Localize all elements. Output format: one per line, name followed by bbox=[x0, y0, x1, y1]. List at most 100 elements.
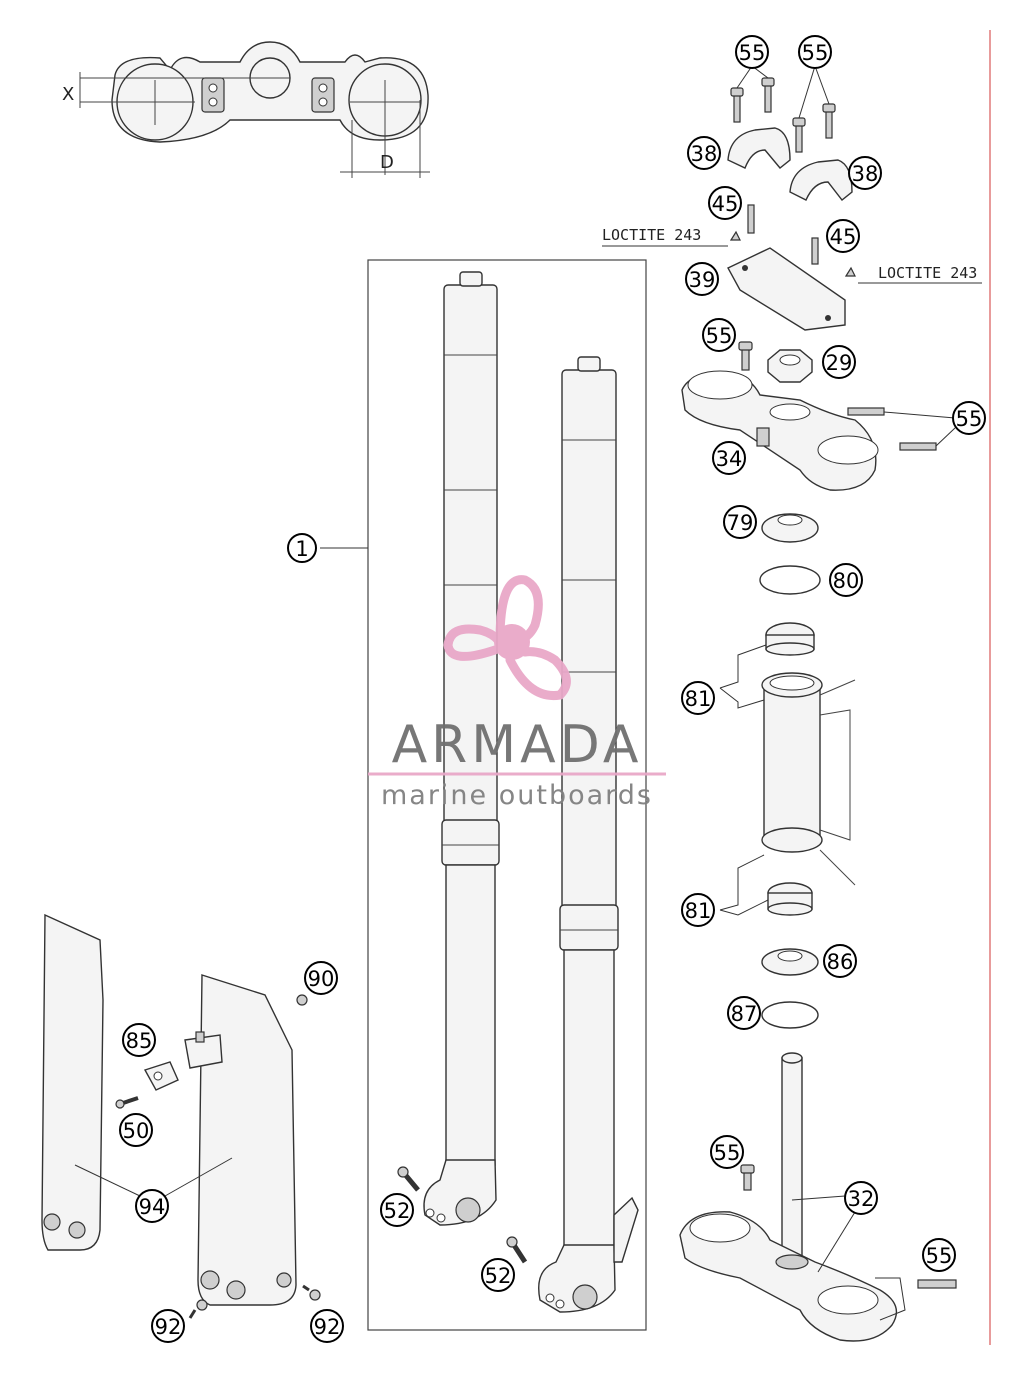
callout-number: 90 bbox=[308, 967, 335, 991]
lower-o-ring bbox=[761, 1001, 819, 1029]
callout-number: 86 bbox=[827, 950, 854, 974]
callout-circle bbox=[681, 893, 715, 927]
callout-94: 94 bbox=[135, 1189, 169, 1223]
handlebar-clamp-bolts bbox=[730, 65, 836, 153]
brake-line-clip bbox=[143, 1061, 179, 1091]
callout-number: 55 bbox=[926, 1244, 953, 1268]
lower-clamp-bolt bbox=[740, 1164, 755, 1191]
callout-55: 55 bbox=[702, 318, 736, 352]
callout-38: 38 bbox=[848, 156, 882, 190]
clip-screw bbox=[115, 1096, 139, 1109]
dimension-x: X bbox=[62, 84, 74, 105]
callout-number: 79 bbox=[727, 511, 754, 535]
callout-45: 45 bbox=[826, 219, 860, 253]
callout-circle bbox=[727, 996, 761, 1030]
upper-bearing bbox=[765, 622, 815, 656]
callout-circle bbox=[122, 1023, 156, 1057]
handlebar-clamp-upper-right bbox=[789, 159, 853, 201]
callout-45: 45 bbox=[708, 186, 742, 220]
steering-head-tube bbox=[761, 672, 856, 886]
callout-circle bbox=[848, 156, 882, 190]
callout-number: 55 bbox=[739, 41, 766, 65]
callout-86: 86 bbox=[823, 944, 857, 978]
stem-nut bbox=[767, 349, 813, 383]
callout-circle bbox=[481, 1258, 515, 1292]
callout-circle bbox=[151, 1309, 185, 1343]
callout-number: 52 bbox=[485, 1264, 512, 1288]
callout-circle bbox=[380, 1193, 414, 1227]
fork-guard-left bbox=[41, 913, 104, 1251]
callout-circle bbox=[844, 1181, 878, 1215]
callout-87: 87 bbox=[727, 996, 761, 1030]
callout-38: 38 bbox=[687, 136, 721, 170]
callout-29: 29 bbox=[822, 345, 856, 379]
callout-50: 50 bbox=[119, 1113, 153, 1147]
callout-circle bbox=[826, 219, 860, 253]
callout-number: 94 bbox=[139, 1195, 166, 1219]
callout-55: 55 bbox=[798, 35, 832, 69]
lower-bearing bbox=[767, 882, 813, 916]
callout-circle bbox=[723, 505, 757, 539]
left-fork-leg bbox=[423, 271, 500, 1226]
callout-number: 81 bbox=[685, 687, 712, 711]
propeller-hub bbox=[494, 624, 530, 660]
armada-logo: ARMADA marine outboards bbox=[368, 575, 666, 811]
callout-80: 80 bbox=[829, 563, 863, 597]
fork-assembly-frame bbox=[367, 259, 647, 1331]
callout-number: 80 bbox=[833, 569, 860, 593]
callout-number: 55 bbox=[714, 1141, 741, 1165]
callout-circle bbox=[310, 1309, 344, 1343]
callout-circle bbox=[287, 533, 317, 563]
callout-number: 81 bbox=[685, 899, 712, 923]
guard-bolt-left bbox=[188, 1299, 208, 1319]
callout-circle bbox=[798, 35, 832, 69]
dust-seal bbox=[761, 513, 819, 543]
handlebar-clamp-lower bbox=[727, 247, 846, 331]
callout-circle bbox=[687, 136, 721, 170]
callout-number: 52 bbox=[384, 1199, 411, 1223]
callout-92: 92 bbox=[151, 1309, 185, 1343]
callout-number: 32 bbox=[848, 1187, 875, 1211]
fork-guard-right bbox=[197, 974, 297, 1306]
callout-90: 90 bbox=[304, 961, 338, 995]
callout-circle bbox=[119, 1113, 153, 1147]
handlebar-clamp-upper-left bbox=[727, 127, 791, 169]
callout-circle bbox=[822, 345, 856, 379]
callout-number: 39 bbox=[689, 268, 716, 292]
axle-clamp-bolt-right bbox=[506, 1236, 528, 1264]
callout-circle bbox=[685, 262, 719, 296]
callout-number: 55 bbox=[802, 41, 829, 65]
callout-circle bbox=[922, 1238, 956, 1272]
callout-circle bbox=[710, 1135, 744, 1169]
callout-circle bbox=[702, 318, 736, 352]
callout-number: 55 bbox=[706, 324, 733, 348]
callout-circle bbox=[304, 961, 338, 995]
brand-name: ARMADA bbox=[392, 715, 643, 775]
guard-nut bbox=[296, 994, 308, 1006]
callout-52: 52 bbox=[380, 1193, 414, 1227]
callout-circle bbox=[829, 563, 863, 597]
callout-55: 55 bbox=[710, 1135, 744, 1169]
callout-circle bbox=[823, 944, 857, 978]
callout-52: 52 bbox=[481, 1258, 515, 1292]
axle-clamp-bolt-left bbox=[397, 1166, 420, 1192]
lower-seal-ring bbox=[761, 948, 819, 976]
callout-1: 1 bbox=[287, 533, 317, 563]
callout-circle bbox=[952, 401, 986, 435]
callout-55: 55 bbox=[735, 35, 769, 69]
callout-number: 38 bbox=[691, 142, 718, 166]
callout-circle bbox=[681, 681, 715, 715]
callout-number: 50 bbox=[123, 1119, 150, 1143]
upper-triple-clamp bbox=[681, 370, 956, 491]
callout-32: 32 bbox=[844, 1181, 878, 1215]
callout-number: 1 bbox=[295, 537, 308, 561]
callout-number: 29 bbox=[826, 351, 853, 375]
o-ring bbox=[759, 565, 821, 595]
callout-79: 79 bbox=[723, 505, 757, 539]
callout-39: 39 bbox=[685, 262, 719, 296]
triple-clamp-reference bbox=[79, 41, 430, 178]
callout-number: 38 bbox=[852, 162, 879, 186]
